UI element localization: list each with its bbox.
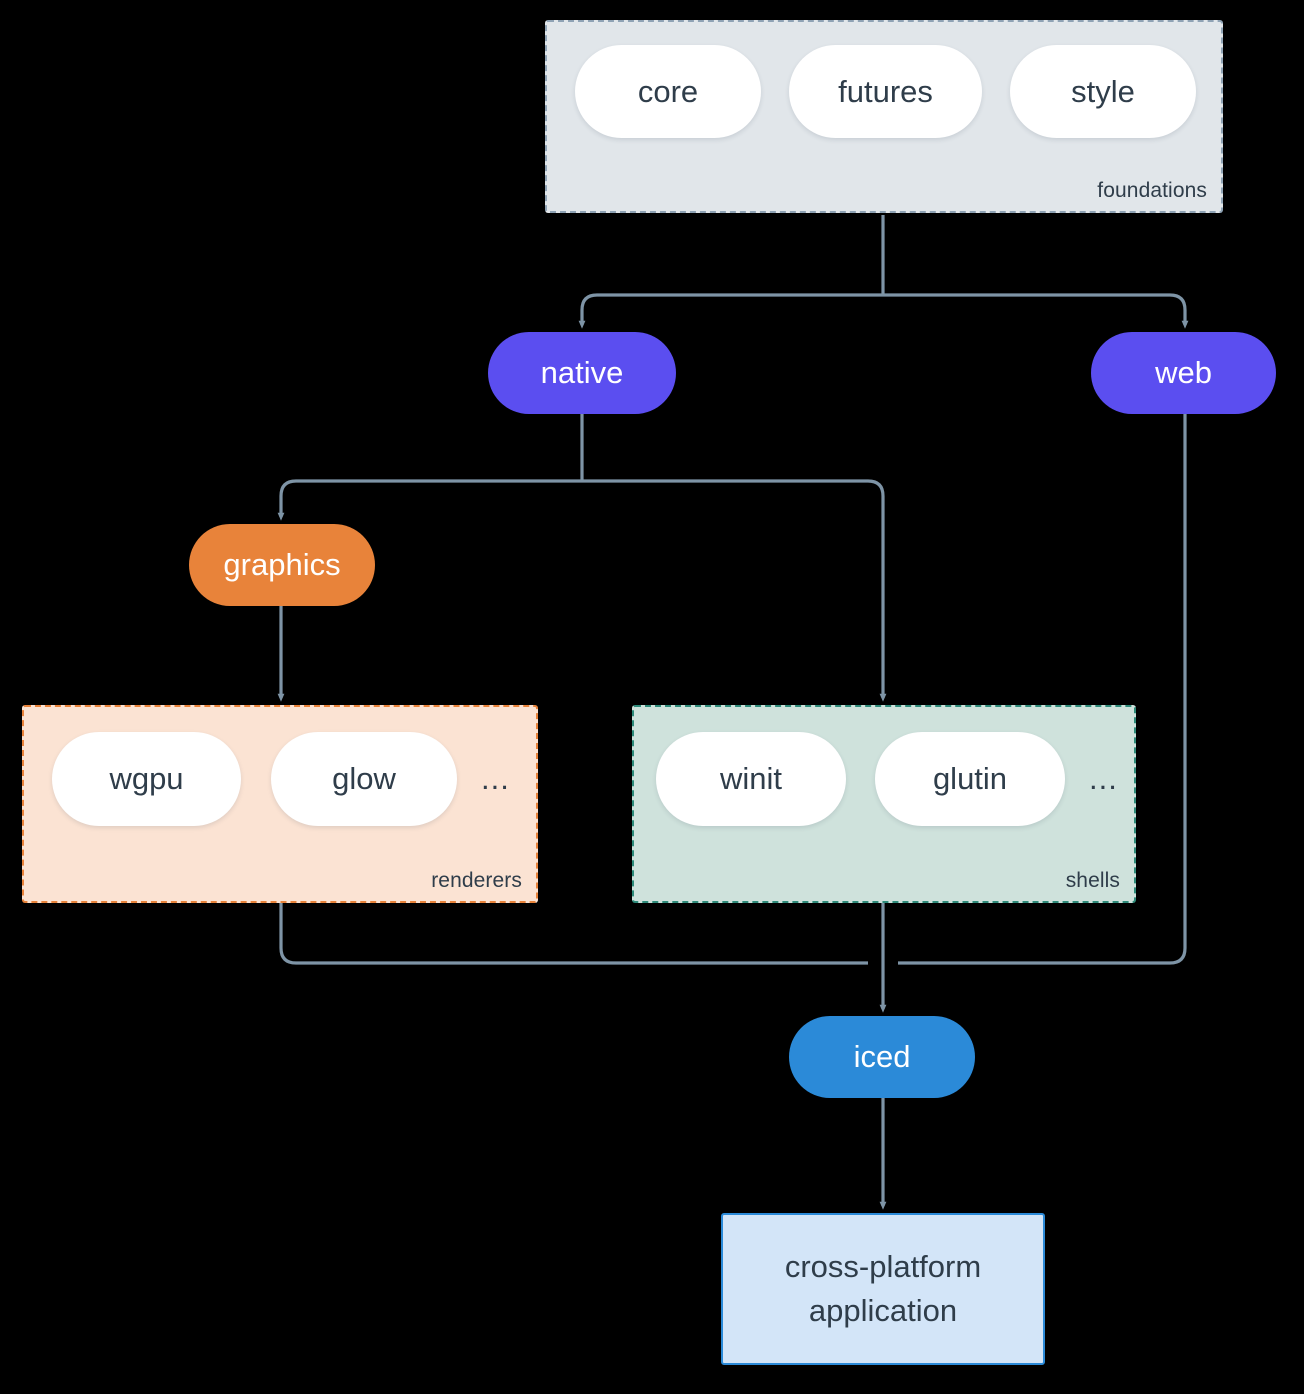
node-winit[interactable]: winit [656,732,846,826]
group-label-shells: shells [1065,869,1120,892]
edge-foundations-to-native [578,293,883,329]
shells-more-ellipsis: ... [1089,760,1118,796]
edge-foundations-to-web [883,293,1189,329]
node-cross-platform-application[interactable]: cross-platform application [721,1213,1045,1365]
renderers-more-ellipsis: ... [481,760,510,796]
node-wgpu[interactable]: wgpu [52,732,241,826]
foundations-items: core futures style [575,45,1221,138]
renderers-items: wgpu glow ... [52,732,536,826]
node-futures[interactable]: futures [789,45,982,138]
node-native[interactable]: native [488,332,676,414]
group-label-renderers: renderers [431,869,522,892]
group-foundations: core futures style foundations [545,20,1223,213]
node-style[interactable]: style [1010,45,1196,138]
node-glutin[interactable]: glutin [875,732,1065,826]
group-label-foundations: foundations [1097,179,1207,202]
application-line-1: cross-platform [784,1248,982,1284]
edge-renderers-to-iced [279,903,868,965]
node-iced[interactable]: iced [789,1016,975,1098]
group-renderers: wgpu glow ... renderers [22,705,538,903]
node-web[interactable]: web [1091,332,1276,414]
edge-native-to-graphics [277,479,582,521]
node-core[interactable]: core [575,45,761,138]
edge-native-to-shells [582,479,887,702]
application-line-2: application [808,1293,958,1328]
shells-items: winit glutin ... [656,732,1134,826]
group-shells: winit glutin ... shells [632,705,1136,903]
node-glow[interactable]: glow [271,732,457,826]
node-graphics[interactable]: graphics [189,524,375,606]
